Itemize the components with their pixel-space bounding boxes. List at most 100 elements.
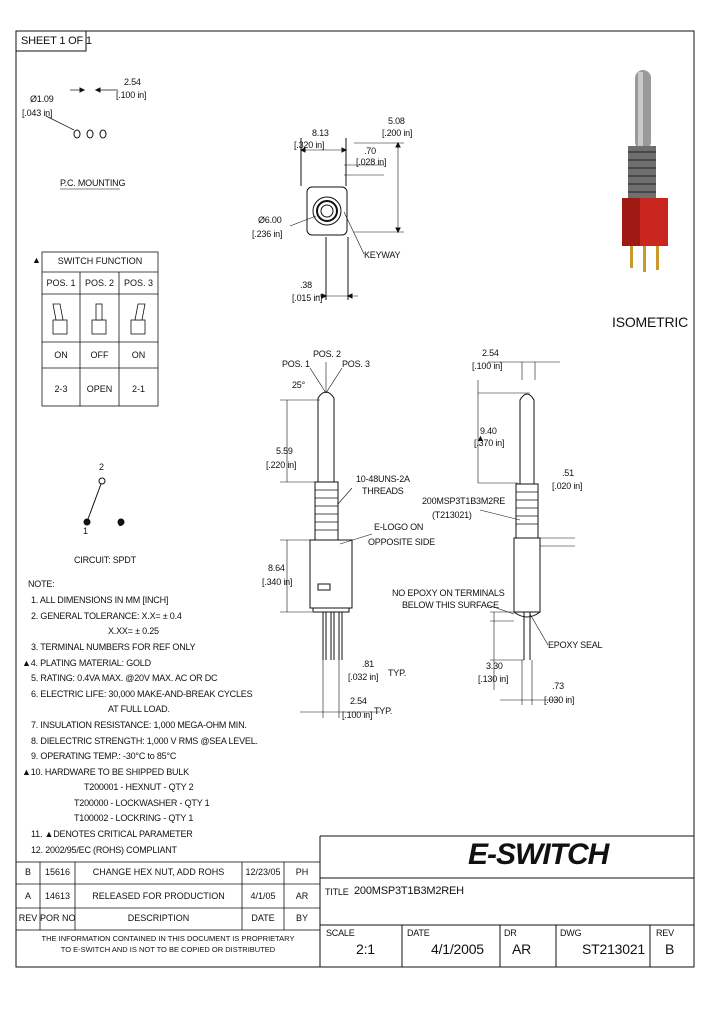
sf-header-pos2: POS. 2 xyxy=(84,278,114,288)
sf-state-3: ON xyxy=(131,350,146,360)
note-10b: T200000 - LOCKWASHER - QTY 1 xyxy=(74,798,210,808)
pos3-label: POS. 3 xyxy=(342,359,370,369)
logo-note-2: OPPOSITE SIDE xyxy=(368,537,435,547)
sf-state-2: OFF xyxy=(90,350,109,360)
note-7: 7. INSULATION RESISTANCE: 1,000 MEGA-OHM… xyxy=(31,720,247,730)
switch-function-table-lines xyxy=(41,251,159,407)
epoxy-seal-label: EPOXY SEAL xyxy=(548,640,603,650)
note-1: 1. ALL DIMENSIONS IN MM [INCH] xyxy=(31,595,169,605)
offset-dim: .38 xyxy=(300,280,312,290)
side-height: 9.40 xyxy=(480,426,497,436)
side-thickness: .51 xyxy=(562,468,574,478)
threads-spec: 10-48UNS-2A xyxy=(356,474,410,484)
drawn-by-label: DR xyxy=(504,928,517,938)
proprietary-line-2: TO E-SWITCH AND IS NOT TO BE COPIED OR D… xyxy=(60,945,276,954)
title-block-lines xyxy=(319,835,694,967)
note-10: ▲10. HARDWARE TO BE SHIPPED BULK xyxy=(22,767,189,777)
rev-row-b-by: PH xyxy=(295,867,309,877)
rev-header-por: POR NO xyxy=(40,913,76,923)
body-height-in: [.340 in] xyxy=(262,577,293,587)
terminal-length: 3.30 xyxy=(486,661,503,671)
note-3: 3. TERMINAL NUMBERS FOR REF ONLY xyxy=(31,642,196,652)
pc-mounting-holes xyxy=(45,87,118,139)
circuit-label: CIRCUIT: SPDT xyxy=(74,555,136,565)
rev-row-a-rev: A xyxy=(24,891,31,901)
note-11: 11. ▲DENOTES CRITICAL PARAMETER xyxy=(31,829,193,839)
bushing-dia: Ø6.00 xyxy=(258,215,282,225)
critical-marker-height: ▲ xyxy=(476,433,485,443)
note-9: 9. OPERATING TEMP.: -30°C to 85°C xyxy=(31,751,177,761)
typ-label-1: TYP. xyxy=(388,668,407,678)
date-label: DATE xyxy=(407,928,430,938)
terminal-pitch-in: [.100 in] xyxy=(342,710,373,720)
hole-diameter-in: [.043 in] xyxy=(22,108,53,118)
side-pitch-in: [.100 in] xyxy=(472,361,503,371)
top-length: 5.08 xyxy=(388,116,405,126)
top-length-in: [.200 in] xyxy=(382,128,413,138)
keyway-label: KEYWAY xyxy=(364,250,401,260)
sf-header-pos3: POS. 3 xyxy=(123,278,153,288)
eswitch-logo: E-SWITCH xyxy=(468,838,609,871)
switch-function-title: SWITCH FUNCTION xyxy=(57,256,143,266)
top-view-drawing xyxy=(289,138,404,300)
rev-header-rev: REV xyxy=(18,913,38,923)
sheet-label: SHEET 1 OF 1 xyxy=(21,35,92,47)
note-12: 12. 2002/95/EC (ROHS) COMPLIANT xyxy=(31,845,177,855)
note-10c: T100002 - LOCKRING - QTY 1 xyxy=(74,813,194,823)
keyway-width-in: [.028 in] xyxy=(356,157,387,167)
sheet-border xyxy=(15,30,695,968)
angle-label: 25° xyxy=(292,380,306,390)
dwg-value: ST213021 xyxy=(582,941,646,957)
side-pitch: 2.54 xyxy=(482,348,499,358)
bushing-dia-in: [.236 in] xyxy=(252,229,283,239)
top-width: 8.13 xyxy=(312,128,329,138)
side-height-in: [.370 in] xyxy=(474,438,505,448)
pc-mounting-label: P.C. MOUNTING xyxy=(60,178,126,188)
drawn-by-value: AR xyxy=(512,941,532,957)
sf-conn-2: OPEN xyxy=(86,384,113,394)
sf-header-pos1: POS. 1 xyxy=(46,278,76,288)
dwg-label: DWG xyxy=(560,928,582,938)
top-width-in: [.320 in] xyxy=(294,140,325,150)
note-8: 8. DIELECTRIC STRENGTH: 1,000 V RMS @SEA… xyxy=(31,736,258,746)
rev-header-by: BY xyxy=(295,913,308,923)
side-thickness-in: [.020 in] xyxy=(552,481,583,491)
typ-label-2: TYP. xyxy=(374,706,393,716)
isometric-label: ISOMETRIC xyxy=(612,314,688,330)
rev-row-b-rev: B xyxy=(24,867,31,877)
rev-label: REV xyxy=(656,928,674,938)
note-2: 2. GENERAL TOLERANCE: X.X= ± 0.4 xyxy=(31,611,182,621)
hole-pitch: 2.54 xyxy=(124,77,141,87)
terminal-length-in: [.130 in] xyxy=(478,674,509,684)
note-heading: NOTE: xyxy=(28,579,55,589)
rev-header-desc: DESCRIPTION xyxy=(127,913,190,923)
rev-row-a-por: 14613 xyxy=(44,891,71,901)
lever-height-in: [.220 in] xyxy=(266,460,297,470)
epoxy-note: NO EPOXY ON TERMINALS xyxy=(392,588,505,598)
rev-header-date: DATE xyxy=(251,913,275,923)
sheet-box xyxy=(15,30,87,52)
scale-label: SCALE xyxy=(326,928,355,938)
sf-conn-3: 2-1 xyxy=(131,384,145,394)
rev-row-b-desc: CHANGE HEX NUT, ADD ROHS xyxy=(92,867,225,877)
hole-diameter: Ø1.09 xyxy=(30,94,54,104)
rev-row-a-date: 4/1/05 xyxy=(250,891,276,901)
note-6: 6. ELECTRIC LIFE: 30,000 MAKE-AND-BREAK … xyxy=(31,689,253,699)
title-label: TITLE xyxy=(325,887,349,897)
part-title: 200MSP3T1B3M2REH xyxy=(354,885,464,897)
pos1-label: POS. 1 xyxy=(282,359,310,369)
rev-row-a-desc: RELEASED FOR PRODUCTION xyxy=(92,891,225,901)
body-height: 8.64 xyxy=(268,563,285,573)
note-5: 5. RATING: 0.4VA MAX. @20V MAX. AC OR DC xyxy=(31,673,218,683)
rev-row-a-by: AR xyxy=(295,891,309,901)
offset-dim-in: [.015 in] xyxy=(292,293,323,303)
terminal-thickness: .73 xyxy=(552,681,564,691)
lever-height: 5.59 xyxy=(276,446,293,456)
rev-value: B xyxy=(665,941,675,957)
threads-label: THREADS xyxy=(362,486,404,496)
side-view-drawing xyxy=(477,361,575,705)
terminal-pitch: 2.54 xyxy=(350,696,367,706)
note-2b: X.XX= ± 0.25 xyxy=(108,626,159,636)
note-6b: AT FULL LOAD. xyxy=(108,704,170,714)
